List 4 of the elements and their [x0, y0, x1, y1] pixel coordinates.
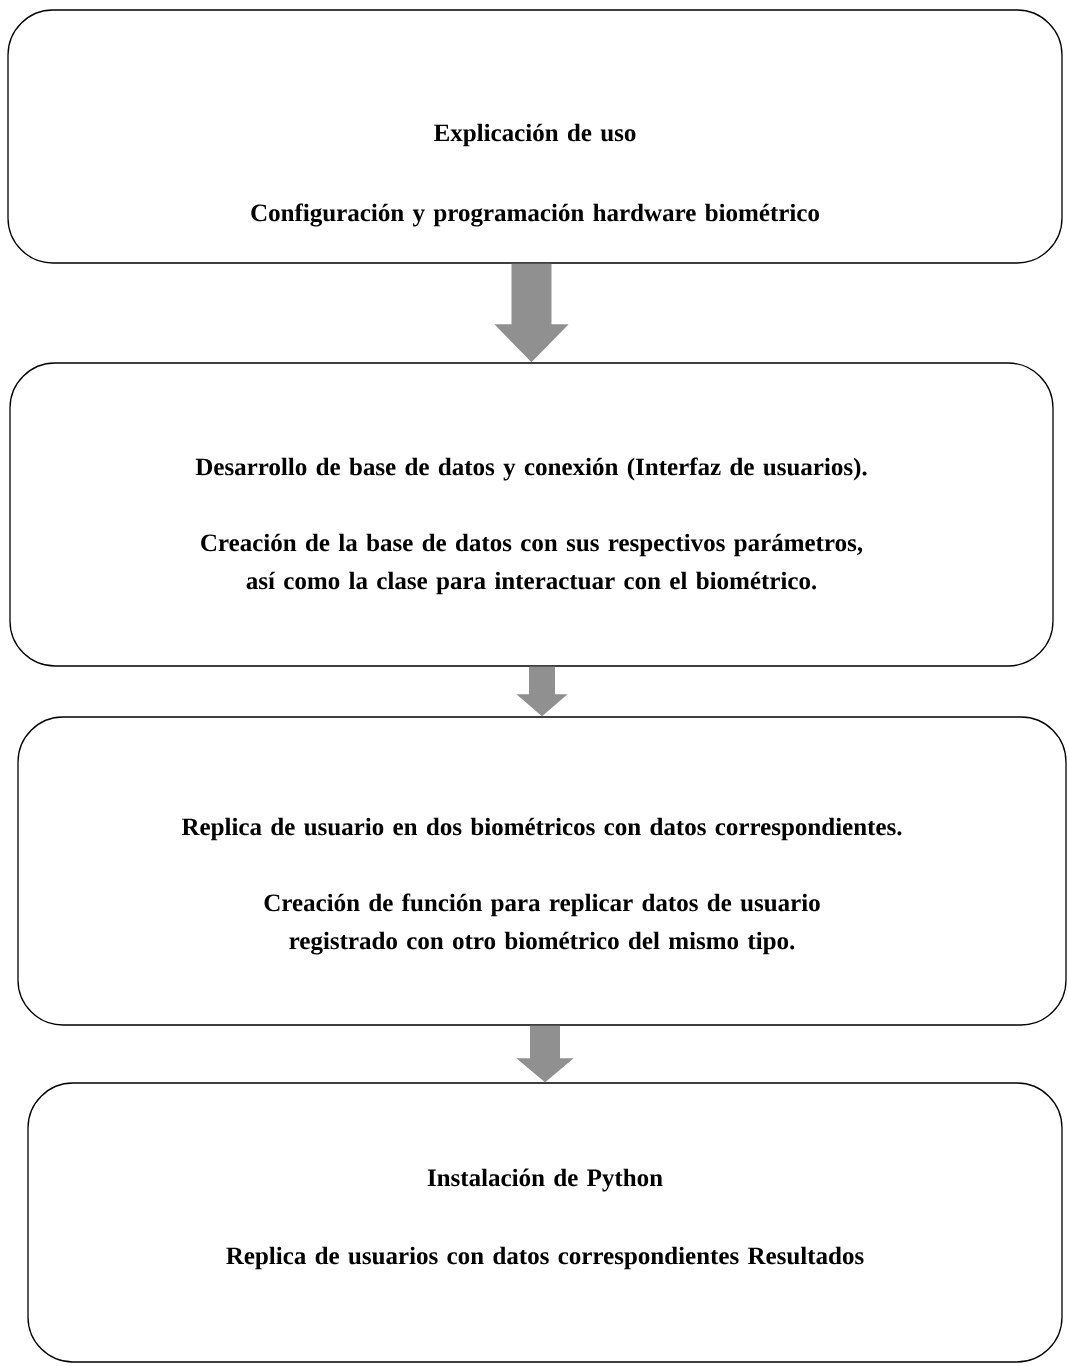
step-box: Instalación de Python Replica de usuarios con datos correspondientes Resultados: [27, 1082, 1063, 1363]
step-box: Desarrollo de base de datos y conexión (Interfaz de usuarios). Creación de la base de datos con sus respectivos parámetros, así como la clase para interactuar con el biométrico.: [9, 362, 1054, 667]
step-box: Replica de usuario en dos biométricos con datos correspondientes. Creación de función para replicar datos de usuario registrado con otro biométrico del mismo tipo.: [17, 716, 1067, 1026]
step-box: Explicación de uso Configuración y programación hardware biométrico: [7, 9, 1063, 264]
